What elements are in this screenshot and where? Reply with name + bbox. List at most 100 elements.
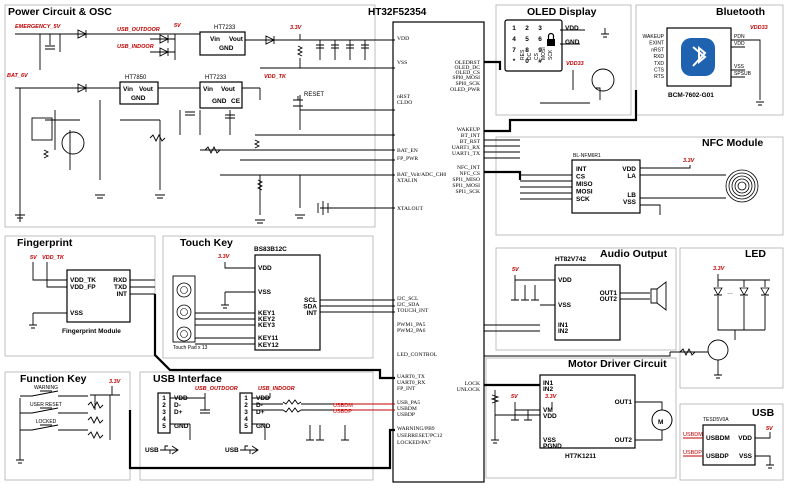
touch-pin-3: KEY2 [258,316,275,323]
fp-module [66,269,131,323]
motor-right-pin-1: OUT2 [615,437,633,444]
usbi-usbdp-label: USBDP [333,409,352,415]
power-circuit: EMERGENCY_5V USB_OUTDOOR USB_INDOOR 5V B… [7,23,395,224]
nfc-left-pin-4: SCK [576,196,590,203]
usb-indoor-label: USB_INDOOR [117,44,154,50]
keypad-key-6: 7 [512,47,516,54]
audio-pin-3: IN2 [558,328,569,335]
touch-pin-2: KEY1 [258,310,275,317]
ht7233-a-gnd: GND [219,45,234,52]
keypad-key-0: 1 [512,25,516,32]
mcu-left-pin-23: LOCKED/PA7 [397,440,431,446]
speaker-icon [650,281,667,311]
power-3v3-label: 3.3V [290,25,303,31]
mcu-left-pin-16: UART0_RX [397,380,425,386]
bt-left-pin-0: WAKEUP [643,34,665,40]
bt-right-pin-1: VDD [734,41,745,47]
fk-key-label-2: LOCKED [36,419,57,425]
bluetooth-section-title: Bluetooth [716,6,765,18]
keypad-key-8: 9 [538,47,542,54]
usb-a-sig-4: GND [174,423,189,430]
usb-b-pin-0: 1 [244,395,248,402]
motor-left-pin-4: VSS [543,437,557,444]
bt-left-pin-4: TXD [654,61,664,67]
keypad-key-7: 8 [525,47,529,54]
mcu-left-pin-11: TOUCH_INT [397,308,429,314]
bt-left-pin-2: nRST [651,47,664,53]
motor-chip-label: HT7K1211 [565,453,596,460]
nfc-right-pin-0: VDD [622,166,636,173]
mcu-left-pin-3: CLDO [397,100,412,106]
led-ellipsis: … [727,290,733,296]
motor-symbol-label: M [658,419,663,426]
bt-right-pin-2: VSS [734,64,745,70]
oled-frame [495,4,632,116]
fp-module-label: Fingerprint Module [62,328,121,335]
oled-gnd-label: GND [565,39,580,46]
usb-icon-b: USB [225,445,259,455]
ht7233-b-vin: Vin [203,86,213,93]
mcu-right-pin-12: NFC_CS [459,171,480,177]
bus-lines [128,60,671,470]
mcu-left-pin-6: BAT_Volt/ADC_CH0 [397,172,447,178]
bluetooth-frame [635,4,784,116]
mcu-left-pin-10: I2C_SDA [397,302,419,308]
bt-left-pin-1: EXINT [649,41,664,47]
keypad-pin-3: MOSI [541,47,547,60]
usb-a-text: USB [145,447,159,454]
fp-right-pin-0: RXD [113,277,127,284]
bat-6v-label: BAT_6V [7,73,29,79]
nfc-left-pin-3: MOSI [576,189,593,196]
mcu-right-pin-9: UART1_RX [452,145,480,151]
fp-5v-label: 5V [30,255,38,261]
mcu-left-pin-9: I2C_SCL [397,296,419,302]
fk-switch-1[interactable] [20,407,88,414]
mcu-title: HT32F52354 [368,7,427,18]
touch-right-pin-1: SDA [303,304,317,311]
nfc-left-pin-0: INT [576,166,587,173]
nfc-antenna-icon [725,169,759,203]
mcu-left-pin-20: USBDP [397,412,415,418]
oled-vdd33-label: VDD33 [566,61,584,67]
usb-connector-b [239,392,253,434]
fp-left-pin-0: VDD_TK [70,277,96,284]
mcu-left-pins: VDDVSSnRSTCLDOBAT_ENFP_PWRBAT_Volt/ADC_C… [397,36,447,446]
ht7233-b-label: HT7233 [205,75,227,81]
ht7233-b-vout: Vout [221,86,236,93]
motor-5v-label: 5V [511,394,519,400]
ht7850-gnd: GND [131,95,146,102]
mcu-right-pin-10: UART1_TX [452,151,480,157]
bt-left-pin-6: RTS [654,74,665,80]
fp-right-pin-1: TXD [114,284,127,291]
fp-vdd-tk-label: VDD_TK [42,255,65,261]
fk-switch-2[interactable] [20,424,88,431]
bt-right-pin-3: SPSUB [734,71,752,77]
nfc-right-pin-1: LA [627,173,636,180]
keypad-key-10: 0 [525,58,529,65]
mcu-left-pin-22: USERRESET/PC12 [397,433,443,439]
mcu-left-pin-19: USBDM [397,406,417,412]
reset-label: RESET [304,92,324,98]
audio-section-title: Audio Output [600,248,668,260]
fk-switch-0[interactable] [20,390,88,397]
usb-b-pin-4: 5 [244,423,248,430]
mcu-right-pins: OLEDRSTOLED_DCOLED_CSSPI0_MOSISPI0_SCKOL… [450,60,480,393]
usb-b-text: USB [225,447,239,454]
audio-5v-label: 5V [512,267,520,273]
usb-b-sig-2: D+ [256,409,265,416]
usb-usbdm-label: USBDM [683,432,703,438]
touch-pad-label: Touch Pad x 13 [173,345,208,351]
mcu-right-pin-8: BT_RST [460,139,481,145]
nfc-left-pin-2: MISO [576,181,593,188]
